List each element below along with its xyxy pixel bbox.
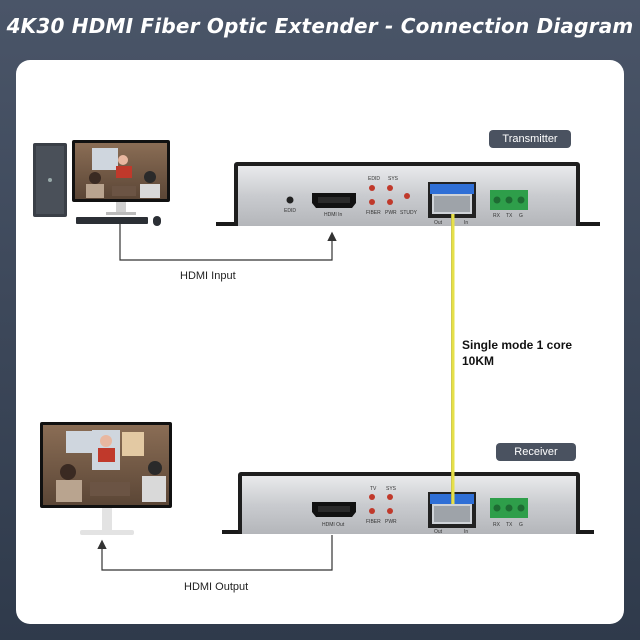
transmitter-label: Transmitter [489,130,571,148]
tx-hdmi-in-label: HDMI In [324,212,343,218]
rx-led-fiber-label: FIBER [366,519,381,525]
tx-sfp-in-label: In [464,220,468,226]
rx-sfp-out-label: Out [434,529,443,535]
tx-led-sys-label: SYS [388,176,399,182]
rx-hdmi-out-label: HDMI Out [322,522,345,528]
tx-led-pwr-label: PWR [385,210,397,216]
hdmi-input-cable [120,224,332,260]
receiver-device: HDMI Out TV SYS FIBER PWR Out In RX TX G [222,472,594,535]
rx-term-tx-label: TX [506,522,513,528]
rx-led-sys-label: SYS [386,486,397,492]
rx-term-g-label: G [519,522,523,528]
tx-edid-label: EDID [284,208,296,214]
tx-term-tx-label: TX [506,213,513,219]
hdmi-input-label: HDMI Input [180,270,236,282]
rx-led-pwr-label: PWR [385,519,397,525]
tx-led-study-label: STUDY [400,210,418,216]
rx-sfp-in-label: In [464,529,468,535]
receiver-label: Receiver [496,443,576,461]
monitor-icon [40,422,172,535]
rx-term-rx-label: RX [493,522,501,528]
fiber-spec-line2: 10KM [462,353,572,369]
hdmi-output-label: HDMI Output [184,581,248,593]
tx-term-g-label: G [519,213,523,219]
fiber-spec-label: Single mode 1 core 10KM [462,337,572,369]
desktop-computer-icon [33,140,170,226]
tx-led-fiber-label: FIBER [366,210,381,216]
hdmi-output-cable [102,535,332,570]
tx-sfp-out-label: Out [434,220,443,226]
rx-led-tv-label: TV [370,486,377,492]
tx-term-rx-label: RX [493,213,501,219]
tx-led-edid-label: EDID [368,176,380,182]
fiber-spec-line1: Single mode 1 core [462,337,572,353]
transmitter-device: EDID HDMI In EDID SYS FIBER PWR STUDY Ou… [216,162,600,226]
